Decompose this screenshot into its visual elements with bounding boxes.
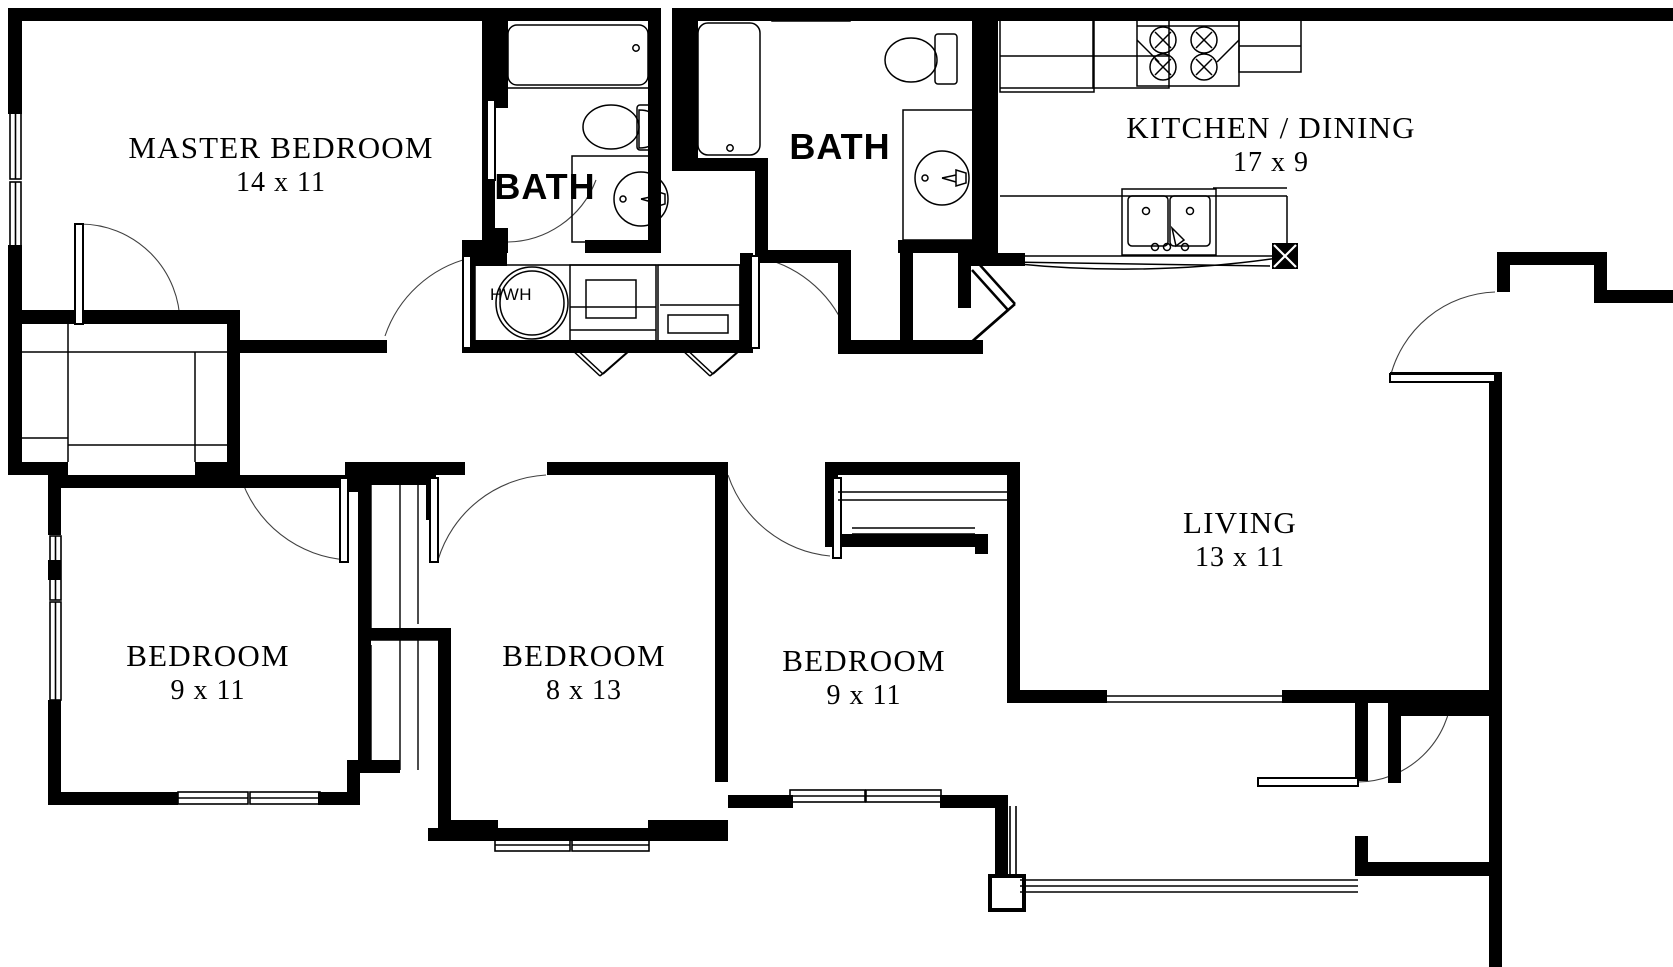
- cabinetry-and-detail-group: [22, 11, 1302, 462]
- door-leaves: [74, 99, 1496, 787]
- closet-shelf-group: [358, 478, 1282, 771]
- wall-group: [8, 8, 1673, 967]
- kitchen-peninsula-group: [985, 8, 1298, 269]
- window-group: [9, 112, 1358, 893]
- kitchen-angled-door: [967, 263, 1016, 346]
- door-group: [74, 99, 1496, 787]
- door-swing-arcs: [79, 179, 1496, 783]
- column-marker-icon: [1273, 244, 1297, 268]
